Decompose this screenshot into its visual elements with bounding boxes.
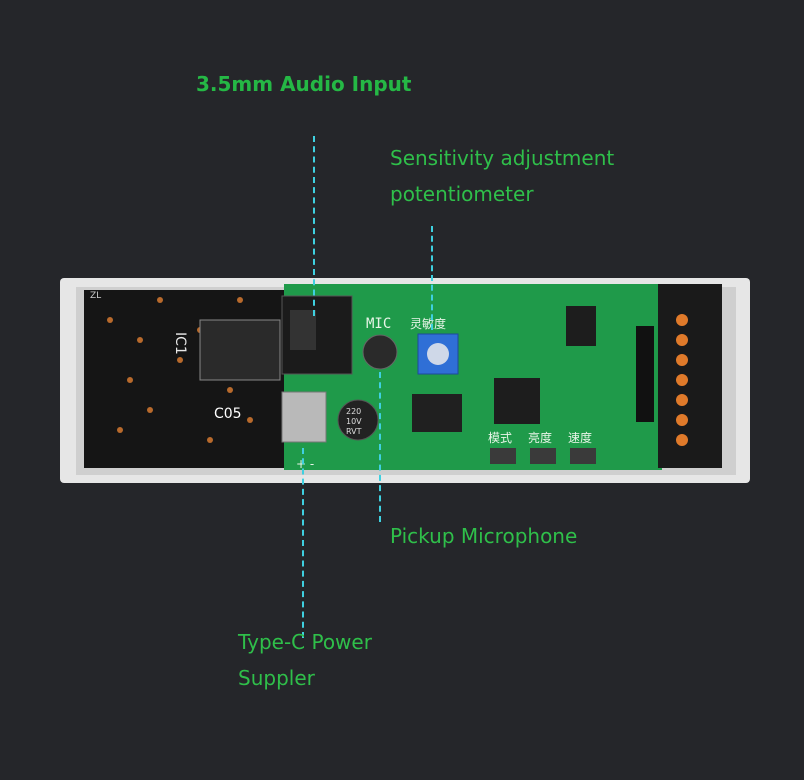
cap-value-1: 220 <box>346 407 361 416</box>
eeprom-chip <box>566 306 596 346</box>
right-pads <box>676 314 688 446</box>
mode-button <box>490 448 516 464</box>
power-leader-line <box>302 448 304 638</box>
sensitivity-callout-line1: Sensitivity adjustment <box>390 146 615 170</box>
microphone <box>362 334 398 370</box>
cap-value-3: RVT <box>346 427 362 436</box>
button-speed-label: 速度 <box>568 430 592 445</box>
button-brightness-label: 亮度 <box>528 430 552 445</box>
cap-label: C05 <box>214 406 242 422</box>
left-pcb-vias <box>107 297 253 443</box>
mic-label: MIC <box>366 316 391 332</box>
sensitivity-callout-line2: potentiometer <box>390 182 534 206</box>
voltage-regulator <box>412 394 462 432</box>
microphone-leader-line <box>379 372 381 522</box>
speed-button <box>570 448 596 464</box>
capacitor <box>337 399 379 441</box>
power-callout-line1: Type-C Power <box>238 630 372 654</box>
plus-minus-mark: + - <box>296 457 314 471</box>
brightness-button <box>530 448 556 464</box>
pot-label: 灵敏度 <box>410 316 446 331</box>
potentiometer-knob <box>427 343 449 365</box>
controller-chip <box>494 378 540 424</box>
right-terminal-block <box>658 284 722 468</box>
button-mode-label: 模式 <box>488 431 512 445</box>
audio-jack-port <box>290 310 316 350</box>
pin-header <box>636 326 654 422</box>
amplifier-chip <box>199 319 281 381</box>
corner-mark: ZL <box>90 291 101 301</box>
cap-value-2: 10V <box>346 417 362 426</box>
microphone-callout: Pickup Microphone <box>390 524 578 548</box>
power-callout-line2: Suppler <box>238 666 315 690</box>
audio-leader-line <box>313 136 315 316</box>
type-c-port <box>281 391 327 443</box>
audio-input-callout: 3.5mm Audio Input <box>196 72 412 96</box>
sensitivity-leader-line <box>431 226 433 330</box>
ic-label: IC1 <box>172 332 188 355</box>
